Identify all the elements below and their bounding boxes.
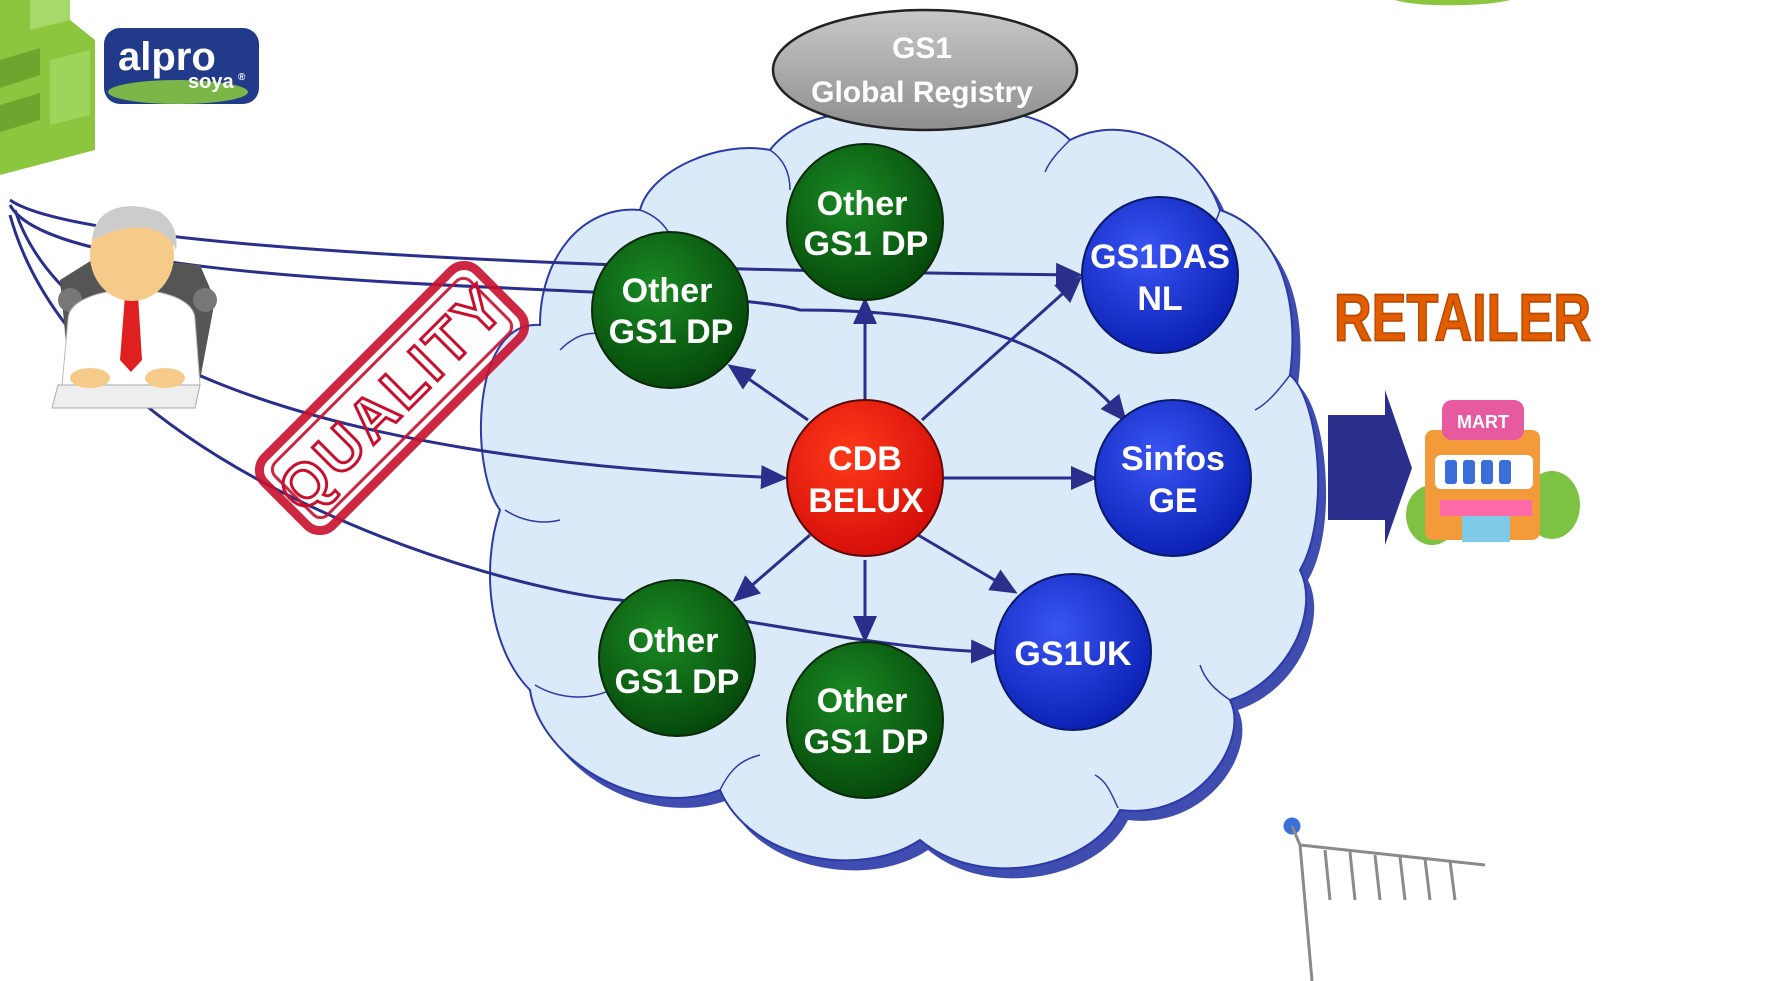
retailer-label: RETAILER [1334,280,1591,355]
node-gs1das-line2: NL [1137,280,1182,318]
arrow-to-gs1das [920,275,1083,422]
node-bottom-left-dp: Other GS1 DP [598,579,756,737]
gs1-global-registry: GS1 Global Registry [771,8,1079,132]
shopping-cart-icon [1283,817,1486,981]
user-at-keyboard-icon [51,206,217,409]
node-cdb-belux: CDB BELUX [786,399,944,557]
node-bl-dp-line2: GS1 DP [615,663,740,701]
decorative-leaf-shape [1395,0,1510,6]
arrow-to-bl-dp [732,533,811,602]
node-center-line2: BELUX [808,482,924,520]
node-bottom-dp-line1: Other [817,682,908,720]
node-top-dp-line1: Other [817,185,908,223]
node-bottom-dp-line2: GS1 DP [804,723,929,761]
store-icon: MART [1406,400,1580,545]
logo-brand: alpro [118,35,216,79]
center-arrows [727,275,1098,643]
node-left-dp-line2: GS1 DP [609,313,734,351]
node-bottom-dp: Other GS1 DP [786,641,944,799]
to-retailer-arrow [1328,390,1412,545]
node-gs1uk: GS1UK [994,573,1152,731]
node-sinfos-ge: Sinfos GE [1094,399,1252,557]
factory-icon [0,0,95,175]
link-to-center [13,209,788,490]
logo-sub: soya [188,71,234,93]
registry-line1: GS1 [892,32,952,65]
node-center-line1: CDB [828,440,902,478]
registry-line2: Global Registry [811,76,1033,109]
node-gs1das-nl: GS1DAS NL [1081,196,1239,354]
node-sinfos-line2: GE [1148,482,1197,520]
node-left-dp-line1: Other [622,272,713,310]
store-sign: MART [1457,412,1509,432]
node-gs1das-line1: GS1DAS [1090,238,1230,276]
node-top-dp-line2: GS1 DP [804,225,929,263]
arrow-to-left-dp [727,364,809,422]
node-sinfos-line1: Sinfos [1121,440,1225,478]
arrow-to-gs1uk [917,533,1018,594]
stamp-text: QUALITY [265,271,518,524]
alpro-logo: alpro soya ® [104,28,259,104]
node-bl-dp-line1: Other [628,622,719,660]
node-top-dp: Other GS1 DP [786,143,944,301]
logo-registered-mark: ® [238,72,246,83]
node-gs1uk-label: GS1UK [1014,635,1132,673]
node-left-dp: Other GS1 DP [591,231,749,389]
